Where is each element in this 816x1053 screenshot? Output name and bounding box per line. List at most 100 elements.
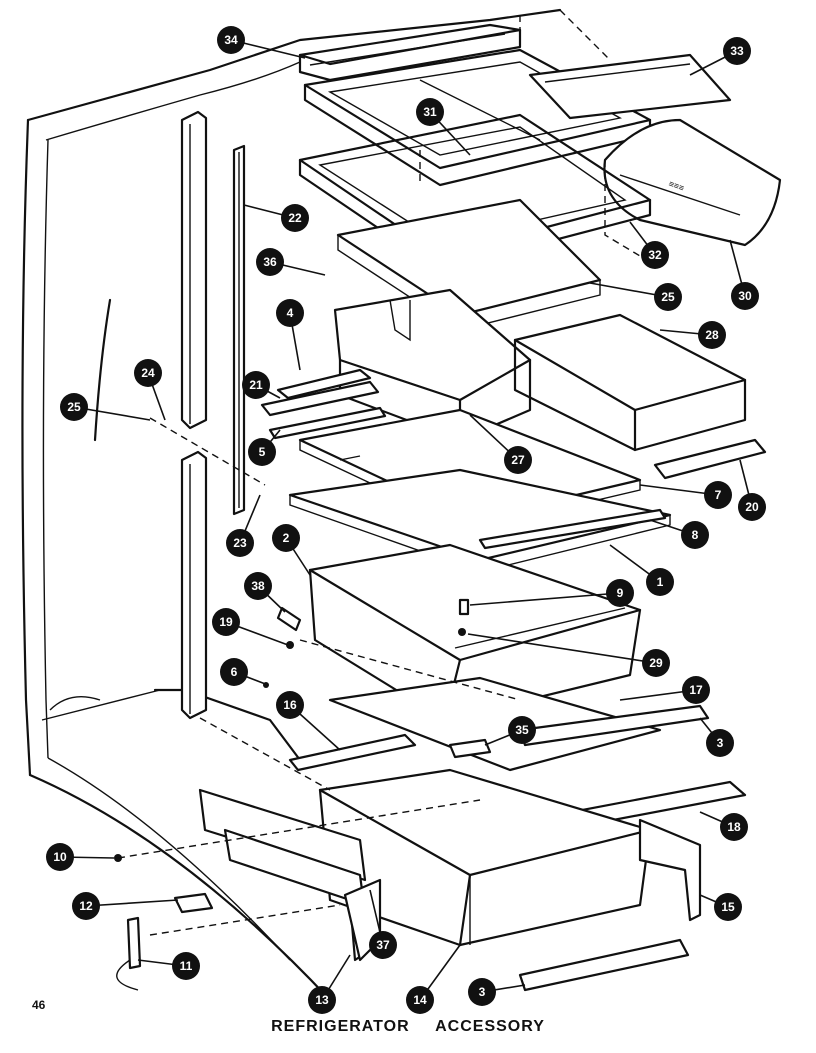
callout-33: 33: [723, 37, 751, 65]
callout-label: 27: [511, 453, 525, 467]
vertical-bar: [232, 144, 246, 516]
callout-circle: [244, 572, 272, 600]
callout-25: 25: [60, 393, 88, 421]
callout-circle: [714, 893, 742, 921]
callout-circle: [60, 393, 88, 421]
callout-9: 9: [606, 579, 634, 607]
callout-12: 12: [72, 892, 100, 920]
callout-20: 20: [738, 493, 766, 521]
callout-label: 34: [224, 33, 238, 47]
page-number: 46: [32, 998, 46, 1012]
vertical-rails: [180, 110, 208, 720]
callout-circle: [248, 438, 276, 466]
callout-35: 35: [508, 716, 536, 744]
side-rail: [653, 438, 767, 480]
alignment-lines: [117, 9, 656, 936]
callout-circle: [172, 952, 200, 980]
callout-circle: [226, 529, 254, 557]
meat-pan: [308, 543, 642, 722]
callout-label: 24: [141, 366, 155, 380]
callout-leader: [469, 592, 621, 606]
callout-16: 16: [276, 691, 304, 719]
callout-22: 22: [281, 204, 309, 232]
cover: [528, 53, 732, 120]
callout-1: 1: [646, 568, 674, 596]
callout-label: 3: [479, 985, 486, 999]
crisper-cover: ≡≡≡: [603, 118, 782, 247]
callout-label: 18: [727, 820, 741, 834]
callout-circle: [723, 37, 751, 65]
callout-label: 8: [692, 528, 699, 542]
callout-label: 23: [233, 536, 247, 550]
callout-circle: [281, 204, 309, 232]
callout-label: 33: [730, 44, 744, 58]
callout-label: 7: [715, 488, 722, 502]
callout-4: 4: [276, 299, 304, 327]
callout-13: 13: [308, 986, 336, 1014]
callout-label: 15: [721, 900, 735, 914]
callout-15: 15: [714, 893, 742, 921]
callout-11: 11: [172, 952, 200, 980]
cabinet-liner: [21, 8, 562, 1002]
callout-label: 16: [283, 698, 297, 712]
callout-2: 2: [272, 524, 300, 552]
callout-label: 25: [661, 290, 675, 304]
callout-leader: [85, 899, 179, 907]
hinge-parts: [114, 854, 214, 991]
callout-21: 21: [242, 371, 270, 399]
callout-34: 34: [217, 26, 245, 54]
callout-circle: [369, 931, 397, 959]
callout-circle: [641, 241, 669, 269]
callout-label: 13: [315, 993, 329, 1007]
callout-label: 10: [53, 850, 67, 864]
callout-circle: [212, 608, 240, 636]
callout-circle: [508, 716, 536, 744]
callout-label: 3: [717, 736, 724, 750]
callout-label: 21: [249, 378, 263, 392]
callout-37: 37: [369, 931, 397, 959]
callout-circle: [698, 321, 726, 349]
callout-label: 29: [649, 656, 663, 670]
callout-circle: [504, 446, 532, 474]
callout-24: 24: [134, 359, 162, 387]
callout-6: 6: [220, 658, 248, 686]
callout-circle: [242, 371, 270, 399]
callout-label: 9: [617, 586, 624, 600]
callout-label: 20: [745, 500, 759, 514]
callout-circle: [220, 658, 248, 686]
callout-label: 38: [251, 579, 265, 593]
callout-circle: [706, 729, 734, 757]
callout-circle: [256, 248, 284, 276]
callout-circle: [646, 568, 674, 596]
callout-31: 31: [416, 98, 444, 126]
callout-label: 25: [67, 400, 81, 414]
callout-circle: [416, 98, 444, 126]
callout-10: 10: [46, 843, 74, 871]
callout-circle: [308, 986, 336, 1014]
callout-label: 14: [413, 993, 427, 1007]
top-frame: [298, 23, 522, 82]
adjustable-shelf: [288, 468, 672, 573]
diagram-caption: REFRIGERATOR ACCESSORY: [0, 1018, 816, 1036]
callout-circle: [72, 892, 100, 920]
callout-label: 37: [376, 938, 390, 952]
callout-label: 28: [705, 328, 719, 342]
callout-label: 4: [287, 306, 294, 320]
callout-38: 38: [244, 572, 272, 600]
callout-36: 36: [256, 248, 284, 276]
callout-29: 29: [642, 649, 670, 677]
callout-label: 30: [738, 289, 752, 303]
callout-circle: [738, 493, 766, 521]
callout-circle: [606, 579, 634, 607]
callout-label: 11: [180, 959, 193, 973]
callout-5: 5: [248, 438, 276, 466]
callout-label: 6: [231, 665, 238, 679]
callout-circle: [217, 26, 245, 54]
small-parts: [263, 598, 470, 688]
callout-label: 17: [689, 683, 703, 697]
callout-label: 31: [423, 105, 437, 119]
callout-25: 25: [654, 283, 682, 311]
side-rails: [260, 368, 387, 440]
